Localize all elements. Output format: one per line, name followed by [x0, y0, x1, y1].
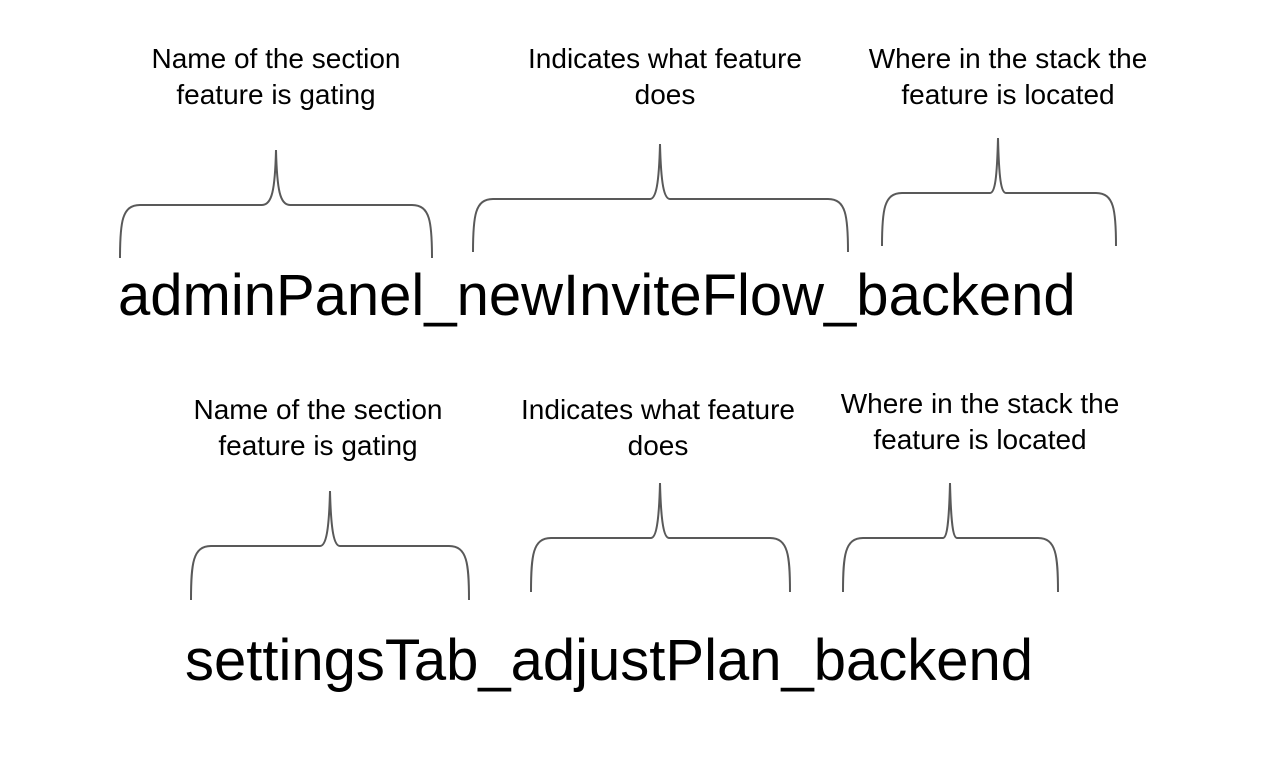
- brace-feature-1: [472, 143, 849, 253]
- annotation-stack: Where in the stack the feature is locate…: [843, 41, 1173, 113]
- brace-stack-1: [881, 137, 1117, 247]
- brace-section-2: [190, 490, 470, 601]
- annotation-feature: Indicates what feature does: [493, 392, 823, 464]
- annotation-line: feature is gating: [176, 79, 376, 110]
- annotation-line: feature is located: [873, 424, 1087, 455]
- brace-section-1: [119, 149, 433, 259]
- annotation-line: does: [627, 430, 689, 461]
- annotation-line: Where in the stack the: [868, 43, 1148, 74]
- annotation-line: Name of the section: [151, 43, 401, 74]
- flag-name-example-2: settingsTab_adjustPlan_backend: [185, 628, 1034, 693]
- annotation-line: Indicates what feature: [528, 43, 802, 74]
- brace-feature-2: [530, 482, 791, 593]
- annotation-line: does: [634, 79, 696, 110]
- brace-stack-2: [842, 482, 1059, 593]
- annotation-section: Name of the section feature is gating: [126, 41, 426, 113]
- annotation-line: Where in the stack the: [840, 388, 1120, 419]
- annotation-line: Indicates what feature: [521, 394, 795, 425]
- flag-name-example-1: adminPanel_newInviteFlow_backend: [118, 263, 1076, 328]
- annotation-line: Name of the section: [193, 394, 443, 425]
- annotation-line: feature is gating: [218, 430, 418, 461]
- annotation-line: feature is located: [901, 79, 1115, 110]
- annotation-section: Name of the section feature is gating: [168, 392, 468, 464]
- annotation-feature: Indicates what feature does: [500, 41, 830, 113]
- annotation-stack: Where in the stack the feature is locate…: [815, 386, 1145, 458]
